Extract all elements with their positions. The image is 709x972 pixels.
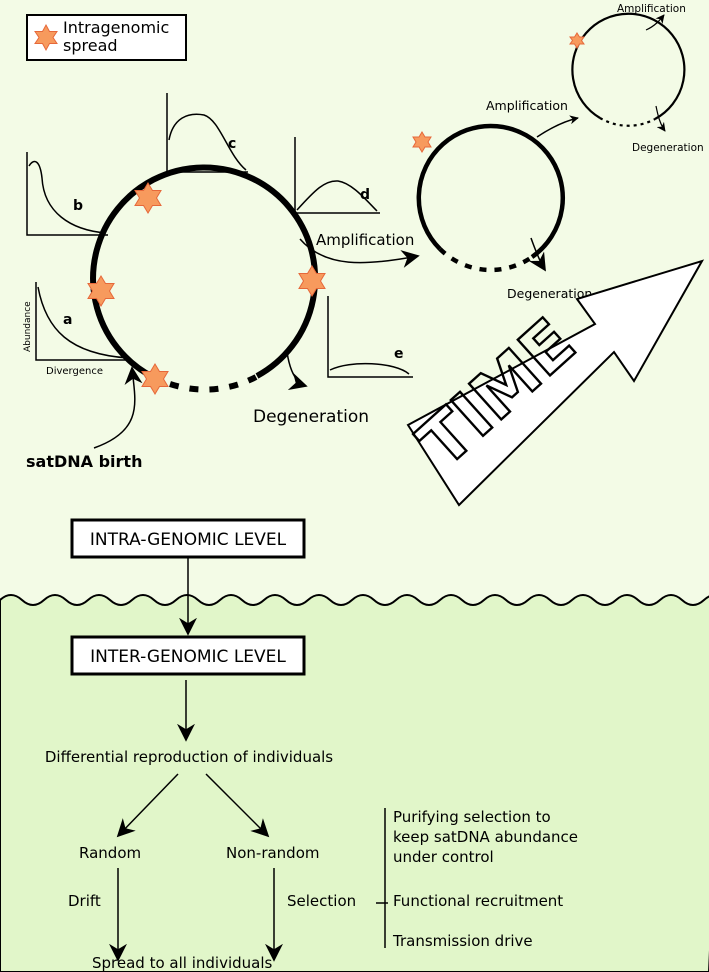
plot-axes (35, 282, 130, 361)
degeneration-arrow (528, 237, 546, 272)
outcome-purifying-line3: under control (393, 848, 494, 866)
plot-letter: b (73, 198, 83, 214)
plot-curve (329, 362, 410, 375)
degeneration-arrow (655, 105, 666, 132)
plot-axes (26, 152, 108, 236)
wavy-divider (0, 594, 709, 972)
mini-plot-b: b (26, 152, 108, 236)
outcome-purifying-line2: keep satDNA abundance (393, 828, 578, 846)
birth-arrow (93, 366, 143, 449)
second-cycle: Amplification Degeneration (412, 98, 592, 301)
main-circle-gap (169, 374, 258, 393)
spread-all-label: Spread to all individuals (92, 954, 273, 972)
third-cycle: Amplification Degeneration (569, 3, 704, 154)
main-circle-arc (90, 164, 319, 380)
second-circle-arc (416, 123, 566, 259)
random-label: Random (79, 844, 141, 862)
mini-plot-c: c (166, 93, 248, 173)
plot-letter: d (360, 187, 370, 203)
third-circle-arc (571, 12, 686, 120)
amplification-arrow (645, 14, 665, 31)
inter-level-box (70, 635, 306, 676)
third-circle-gap (599, 117, 656, 127)
degeneration-arrow (286, 351, 308, 390)
main-cycle: satDNA birth Degeneration Amplification (26, 164, 420, 471)
plot-axes (327, 296, 413, 378)
arrow-to-random (116, 773, 179, 838)
drift-label: Drift (68, 892, 101, 910)
plot-letter: c (228, 136, 236, 152)
differential-label: Differential reproduction of individuals (45, 748, 333, 766)
star-icon (34, 23, 58, 52)
intra-level-label: INTRA-GENOMIC LEVEL (90, 530, 287, 550)
star-icon (87, 275, 115, 307)
amplification-label: Amplification (486, 98, 568, 113)
time-arrow-shape (406, 259, 705, 507)
mini-plot-e: e (327, 296, 413, 378)
outcome-functional: Functional recruitment (393, 892, 563, 910)
plot-curve (37, 286, 129, 359)
star-icon (412, 131, 432, 153)
degeneration-label: Degeneration (507, 286, 592, 301)
plot-xlabel: Divergence (46, 366, 103, 377)
degeneration-label: Degeneration (253, 407, 369, 427)
degeneration-label: Degeneration (632, 142, 704, 154)
plot-curve (296, 180, 378, 212)
second-circle-gap (438, 247, 534, 273)
amplification-arrow (299, 238, 420, 268)
outcome-transmission: Transmission drive (392, 932, 533, 950)
star-icon (298, 265, 326, 297)
legend: Intragenomic spread (26, 14, 187, 61)
plot-letter: a (63, 312, 72, 328)
selection-label: Selection (287, 892, 356, 910)
intra-level-box (70, 518, 306, 559)
plot-curve (168, 113, 247, 171)
inter-level-label: INTER-GENOMIC LEVEL (90, 647, 286, 667)
amplification-label: Amplification (617, 3, 686, 15)
birth-label: satDNA birth (26, 452, 142, 471)
outcomes-bracket (376, 808, 388, 948)
plot-axes (166, 93, 248, 173)
outcome-purifying-line1: Purifying selection to (393, 808, 551, 826)
arrow-to-non-random (205, 773, 270, 838)
legend-label-line2: spread (63, 36, 118, 55)
legend-label-line1: Intragenomic (63, 18, 169, 37)
mini-plot-d: d (294, 137, 380, 214)
plot-curve (28, 160, 107, 234)
plot-letter: e (394, 346, 404, 362)
plot-axes (294, 137, 380, 214)
star-icon (134, 182, 162, 214)
amplification-label: Amplification (316, 231, 414, 249)
mini-plot-a: a Abundance Divergence (23, 282, 130, 377)
plot-ylabel: Abundance (23, 301, 33, 352)
non-random-label: Non-random (226, 844, 320, 862)
flowchart: INTRA-GENOMIC LEVEL INTER-GENOMIC LEVEL … (45, 518, 578, 972)
star-icon (569, 32, 585, 49)
amplification-arrow (536, 115, 579, 138)
